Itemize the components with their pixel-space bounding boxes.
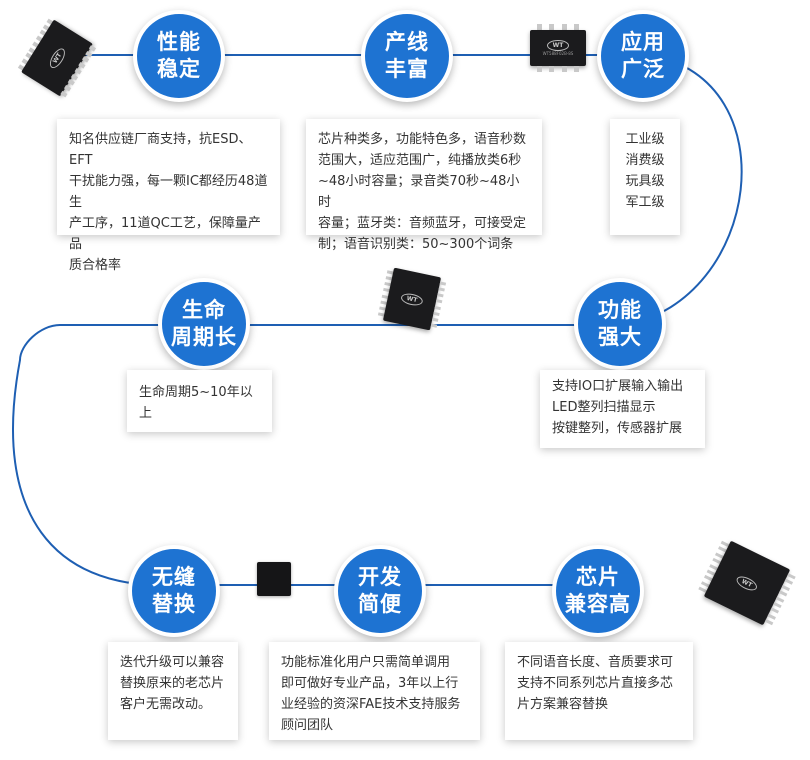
- badge-title-line: 无缝: [152, 565, 196, 589]
- chip-logo-icon: WT: [547, 39, 569, 51]
- feature-long-lifecycle-card: 生命周期5~10年以上: [127, 370, 272, 432]
- card-text-line: 支持不同系列芯片直接多芯: [517, 676, 674, 691]
- chip-logo-icon: WT: [46, 45, 68, 71]
- chip-logo-icon: WT: [400, 291, 424, 307]
- card-text-line: 生命周期5~10年以上: [139, 385, 253, 421]
- card-text-line: 迭代升级可以兼容: [120, 655, 225, 670]
- card-text-line: 按键整列，传感器扩展: [552, 421, 683, 436]
- card-text-line: ~48小时容量；录音类70秒~48小时: [318, 174, 520, 210]
- badge-title-line: 性能: [157, 30, 201, 54]
- badge-title-line: 应用: [621, 30, 665, 54]
- badge-title-line: 生命: [182, 298, 226, 322]
- connector-line: [11, 54, 743, 587]
- badge-title-line: 广泛: [621, 57, 665, 81]
- badge-title-line: 周期长: [171, 325, 237, 349]
- badge-title-line: 简便: [358, 592, 402, 616]
- card-text-line: 芯片种类多，功能特色多，语音秒数: [318, 132, 527, 147]
- card-text-line: 范围大，适应范围广，纯播放类6秒: [318, 153, 522, 168]
- card-text-line: 容量；蓝牙类：音频蓝牙，可接受定: [318, 216, 527, 231]
- badge-title-line: 兼容高: [565, 592, 631, 616]
- badge-title-line: 功能: [598, 298, 642, 322]
- card-text-line: 业经验的资深FAE技术支持服务: [281, 697, 461, 712]
- card-text-line: 制；语音识别类：50~300个词条: [318, 237, 514, 252]
- card-text-line: 替换原来的老芯片: [120, 676, 225, 691]
- card-text-line: 功能标准化用户只需简单调用: [281, 655, 451, 670]
- feature-wide-application-card: 工业级 消费级 玩具级 军工级: [610, 119, 680, 235]
- card-text-line: 知名供应链厂商支持，抗ESD、EFT: [69, 132, 252, 168]
- feature-high-compatibility-card: 不同语音长度、音质要求可 支持不同系列芯片直接多芯 片方案兼容替换: [505, 642, 693, 740]
- feature-seamless-replace-badge: 无缝 替换: [128, 545, 220, 637]
- badge-title-line: 强大: [598, 325, 642, 349]
- feature-long-lifecycle-badge: 生命 周期长: [158, 278, 250, 370]
- card-text-line: 干扰能力强，每一颗IC都经历48道生: [69, 174, 268, 210]
- chip-marking: WT588F02B-8S: [542, 50, 574, 56]
- chip-logo-icon: WT: [734, 573, 760, 593]
- card-text-line: 质合格率: [69, 258, 122, 273]
- feature-powerful-card: 支持IO口扩展输入输出 LED整列扫描显示 按键整列，传感器扩展: [540, 370, 705, 448]
- card-text-line: 即可做好专业产品，3年以上行: [281, 676, 459, 691]
- chip-soic-middle: WT: [377, 264, 448, 333]
- card-text-line: 产工序，11道QC工艺，保障量产品: [69, 216, 261, 252]
- feature-seamless-replace-card: 迭代升级可以兼容 替换原来的老芯片 客户无需改动。: [108, 642, 238, 740]
- feature-easy-development-card: 功能标准化用户只需简单调用 即可做好专业产品，3年以上行 业经验的资深FAE技术…: [269, 642, 480, 740]
- badge-title-line: 替换: [152, 592, 196, 616]
- badge-title-line: 开发: [358, 565, 402, 589]
- badge-title-line: 产线: [385, 30, 429, 54]
- card-text-line: 不同语音长度、音质要求可: [517, 655, 674, 670]
- card-text-line: 消费级: [625, 153, 665, 168]
- feature-easy-development-badge: 开发 简便: [334, 545, 426, 637]
- card-text-line: 工业级: [625, 132, 665, 147]
- chip-qfn-bottom: [257, 562, 291, 596]
- card-text-line: 玩具级: [625, 174, 665, 189]
- feature-powerful-badge: 功能 强大: [574, 278, 666, 370]
- feature-high-compatibility-badge: 芯片 兼容高: [552, 545, 644, 637]
- feature-wide-application-badge: 应用 广泛: [597, 10, 689, 102]
- card-text-line: 军工级: [625, 195, 665, 210]
- badge-title-line: 稳定: [157, 57, 201, 81]
- card-text-line: LED整列扫描显示: [552, 400, 656, 415]
- card-text-line: 支持IO口扩展输入输出: [552, 379, 684, 394]
- card-text-line: 客户无需改动。: [120, 697, 212, 712]
- feature-stable-badge: 性能 稳定: [133, 10, 225, 102]
- chip-sop8-top: WT WT588F02B-8S: [530, 24, 586, 72]
- feature-rich-lines-badge: 产线 丰富: [361, 10, 453, 102]
- feature-stable-card: 知名供应链厂商支持，抗ESD、EFT 干扰能力强，每一颗IC都经历48道生 产工…: [57, 119, 280, 273]
- card-text-line: 顾问团队: [281, 718, 334, 733]
- card-text-line: 片方案兼容替换: [517, 697, 609, 712]
- badge-title-line: 丰富: [385, 57, 429, 81]
- feature-rich-lines-card: 芯片种类多，功能特色多，语音秒数 范围大，适应范围广，纯播放类6秒 ~48小时容…: [306, 119, 542, 252]
- badge-title-line: 芯片: [576, 565, 620, 589]
